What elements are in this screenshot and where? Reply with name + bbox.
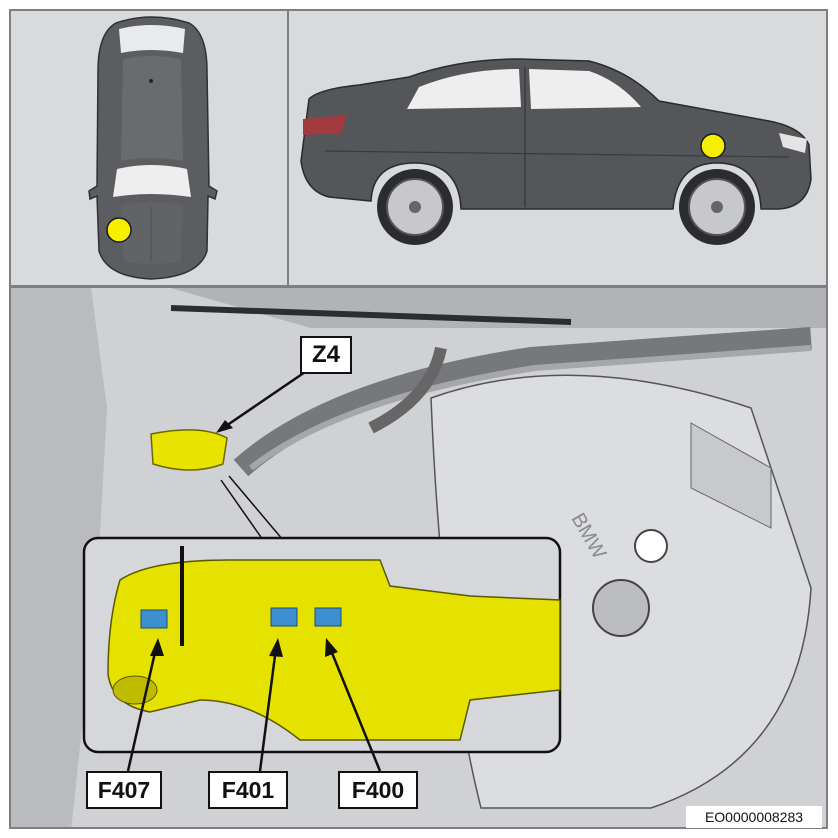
label-z4: Z4 xyxy=(300,336,352,374)
engine-bay-panel: BMW xyxy=(9,286,828,829)
engine-bay-illustration: BMW xyxy=(11,288,826,827)
label-f401: F401 xyxy=(208,771,288,809)
car-side-view xyxy=(300,58,812,245)
top-view-panel xyxy=(9,9,289,287)
car-top-view xyxy=(88,16,218,280)
side-view-panel xyxy=(287,9,828,287)
label-f407: F407 xyxy=(86,771,162,809)
label-f400: F400 xyxy=(338,771,418,809)
location-marker-top xyxy=(106,217,132,243)
location-marker-side xyxy=(700,133,726,159)
fuse-box-z4 xyxy=(150,429,228,471)
document-code: EO0000008283 xyxy=(686,806,822,828)
